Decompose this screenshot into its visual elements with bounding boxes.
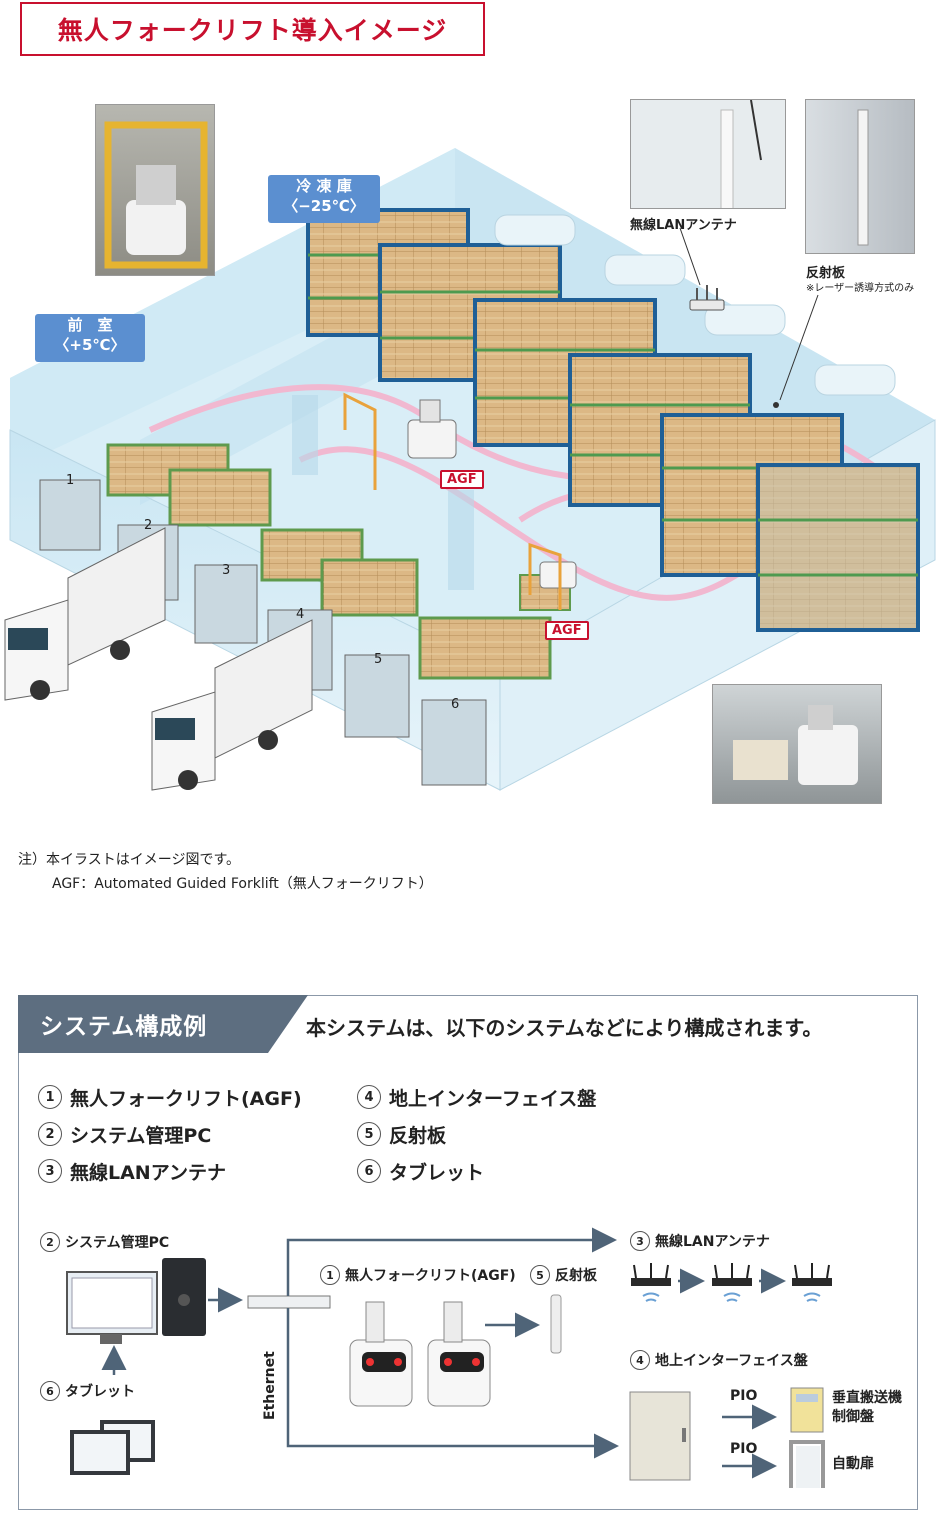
- anteroom-tag: 前 室 〈+5℃〉: [35, 314, 145, 362]
- freezer-temp: 〈−25℃〉: [283, 196, 365, 215]
- component-label: タブレット: [389, 1161, 485, 1184]
- tablet-number: 6: [40, 1381, 60, 1401]
- system-diagram: [66, 1227, 832, 1488]
- note-1: 注）本イラストはイメージ図です。: [18, 852, 241, 868]
- component-label: システム管理PC: [70, 1124, 212, 1147]
- note-2: AGF：Automated Guided Forklift（無人フォークリフト）: [52, 876, 433, 892]
- photo-agf-freezer: [712, 684, 882, 804]
- agf-vehicle: [407, 399, 457, 459]
- dock-number: 1: [66, 473, 75, 488]
- agf-label: 1 無人フォークリフト(AGF): [320, 1265, 516, 1285]
- agf-number: 1: [320, 1265, 340, 1285]
- vertical-conveyor-label: 垂直搬送機 制御盤: [832, 1389, 902, 1427]
- component-label: 無線LANアンテナ: [70, 1161, 226, 1184]
- pio-label: PIO: [730, 1441, 758, 1457]
- agf-unit: [349, 1301, 413, 1407]
- freezer-name: 冷 凍 庫: [296, 177, 352, 195]
- component-item: 4 地上インターフェイス盤: [357, 1082, 596, 1112]
- component-number: 2: [38, 1122, 62, 1146]
- component-item: 3 無線LANアンテナ: [38, 1156, 302, 1186]
- interface-label-text: 地上インターフェイス盤: [655, 1353, 808, 1369]
- interface-number: 4: [630, 1350, 650, 1370]
- system-heading: システム構成例: [40, 1014, 208, 1040]
- network-switch: [247, 1295, 331, 1309]
- component-item: 5 反射板: [357, 1119, 596, 1149]
- truck: [4, 527, 166, 701]
- system-description: 本システムは、以下のシステムなどにより構成されます。: [306, 1016, 823, 1040]
- warehouse-illustration: [4, 148, 936, 791]
- pc-label-text: システム管理PC: [65, 1235, 170, 1251]
- floor-pallets: [106, 443, 552, 680]
- reflector-label-text: 反射板: [555, 1268, 597, 1284]
- agf-tag: AGF: [545, 621, 589, 640]
- anteroom-temp: 〈+5℃〉: [54, 335, 126, 354]
- vertical-conveyor-label-line1: 垂直搬送機: [832, 1390, 902, 1406]
- component-number: 1: [38, 1085, 62, 1109]
- tablet-label-text: タブレット: [65, 1384, 135, 1400]
- photo-agf-entrance: [95, 104, 215, 276]
- component-item: 1 無人フォークリフト(AGF): [38, 1082, 302, 1112]
- agf-vehicle: [519, 561, 577, 611]
- page-title: 無人フォークリフト導入イメージ: [20, 2, 485, 56]
- wlan-antenna-device: [689, 285, 725, 311]
- component-number: 5: [357, 1122, 381, 1146]
- component-number: 3: [38, 1159, 62, 1183]
- tablet-label: 6 タブレット: [40, 1381, 135, 1401]
- system-heading-bg: [18, 995, 308, 1053]
- dock-number: 4: [296, 607, 305, 622]
- auto-door-icon: [789, 1440, 825, 1488]
- pc-number: 2: [40, 1232, 60, 1252]
- component-list-left: 1 無人フォークリフト(AGF) 2 システム管理PC 3 無線LANアンテナ: [38, 1082, 302, 1186]
- router-icon: [712, 1263, 752, 1302]
- vertical-conveyor-label-line2: 制御盤: [832, 1408, 874, 1425]
- router-icon: [631, 1263, 671, 1302]
- dock-number: 5: [374, 652, 383, 667]
- interface-label: 4 地上インターフェイス盤: [630, 1350, 808, 1370]
- component-item: 6 タブレット: [357, 1156, 596, 1186]
- racks: [306, 208, 920, 632]
- agf-tag: AGF: [440, 470, 484, 489]
- photo-reflector: [805, 99, 915, 254]
- pc-label: 2 システム管理PC: [40, 1232, 169, 1252]
- antenna-number: 3: [630, 1231, 650, 1251]
- component-item: 2 システム管理PC: [38, 1119, 302, 1149]
- truck: [151, 619, 313, 791]
- component-label: 無人フォークリフト(AGF): [70, 1087, 302, 1110]
- component-number: 4: [357, 1085, 381, 1109]
- freezer-tag: 冷 凍 庫 〈−25℃〉: [268, 175, 380, 223]
- component-number: 6: [357, 1159, 381, 1183]
- vertical-conveyor-panel: [790, 1387, 824, 1433]
- pc-monitor: [66, 1271, 158, 1344]
- agf-unit: [427, 1301, 491, 1407]
- photo-wlan-antenna: [630, 99, 786, 209]
- antenna-label: 3 無線LANアンテナ: [630, 1231, 770, 1251]
- interface-panel: [629, 1391, 691, 1481]
- reflector-note: ※レーザー誘導方式のみ: [806, 283, 915, 294]
- component-list-right: 4 地上インターフェイス盤 5 反射板 6 タブレット: [357, 1082, 596, 1186]
- component-label: 反射板: [389, 1124, 447, 1147]
- dock-number: 2: [144, 518, 153, 533]
- system-frame: [18, 995, 918, 1510]
- dock-number: 6: [451, 697, 460, 712]
- ethernet-label: Ethernet: [262, 1351, 278, 1420]
- pc-tower: [162, 1258, 206, 1336]
- antenna-label-text: 無線LANアンテナ: [655, 1234, 770, 1250]
- component-label: 地上インターフェイス盤: [389, 1087, 597, 1110]
- pio-label: PIO: [730, 1388, 758, 1404]
- reflector-device: [550, 1294, 562, 1354]
- dock-number: 3: [222, 563, 231, 578]
- reflector-caption: 反射板: [806, 266, 846, 281]
- router-icon: [792, 1263, 832, 1302]
- auto-door-label: 自動扉: [832, 1456, 874, 1472]
- agf-label-text: 無人フォークリフト(AGF): [345, 1268, 516, 1284]
- anteroom-name: 前 室: [67, 316, 113, 334]
- tablet-device: [70, 1420, 155, 1475]
- reflector-number: 5: [530, 1265, 550, 1285]
- reflector-label: 5 反射板: [530, 1265, 597, 1285]
- antenna-caption: 無線LANアンテナ: [630, 218, 737, 233]
